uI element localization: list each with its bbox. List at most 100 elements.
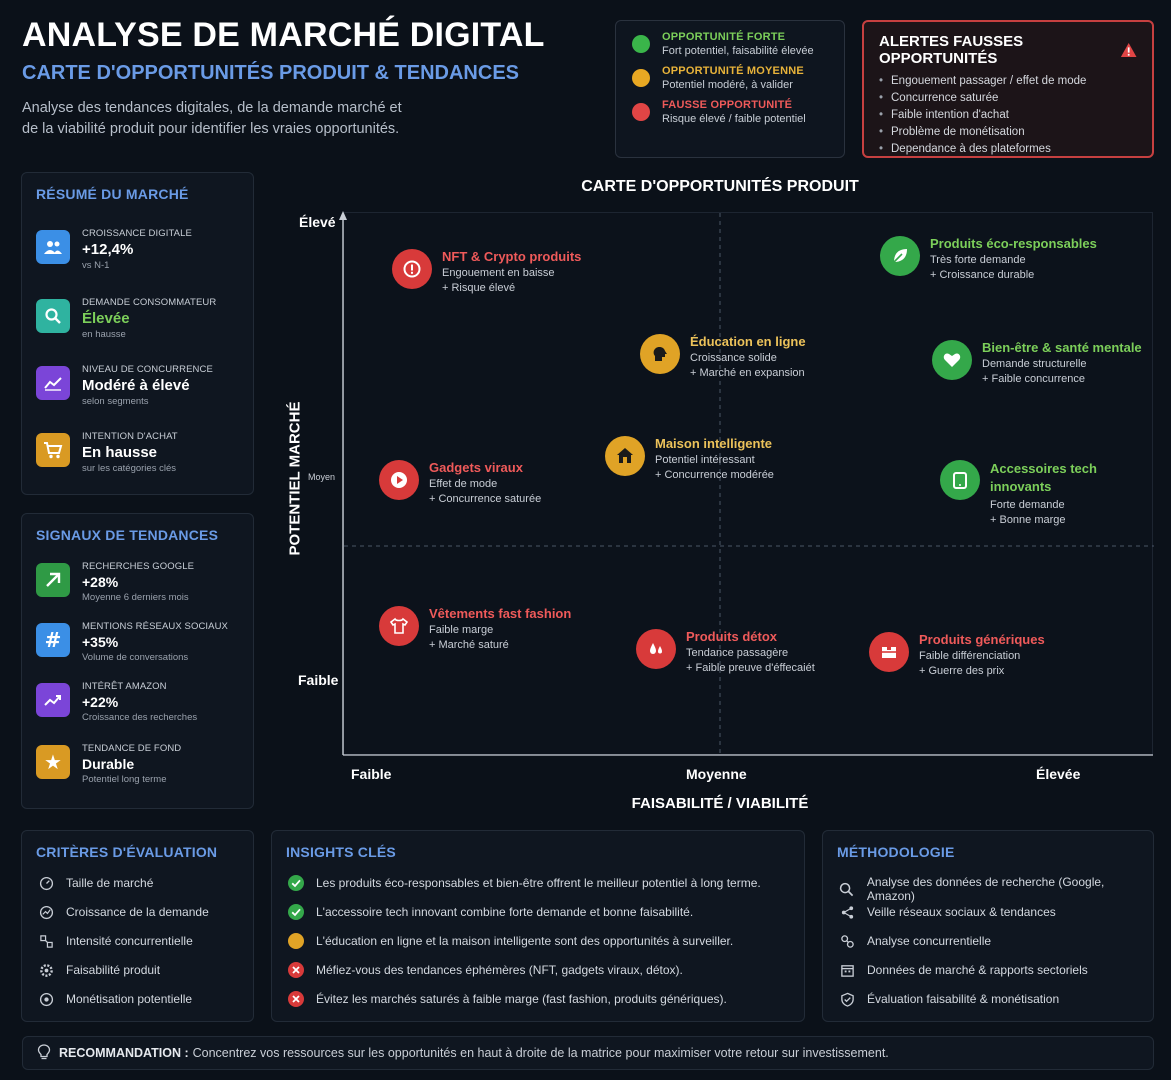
money-icon bbox=[38, 991, 54, 1007]
alert-item: Problème de monétisation bbox=[879, 126, 1137, 138]
legend: OPPORTUNITÉ FORTE Fort potentiel, faisab… bbox=[615, 20, 845, 158]
opportunity-name: Produits génériques bbox=[919, 632, 1045, 647]
search-icon bbox=[36, 299, 70, 333]
metric-label: NIVEAU DE CONCURRENCE bbox=[82, 364, 213, 375]
alerts-list: Engouement passager / effet de mode Conc… bbox=[879, 75, 1137, 155]
opportunity-online-education[interactable]: Éducation en ligne Croissance solide + M… bbox=[640, 334, 806, 379]
opportunity-desc-2: + Guerre des prix bbox=[919, 665, 1005, 677]
opportunity-smart-home[interactable]: Maison intelligente Potentiel intéressan… bbox=[605, 436, 774, 481]
alerts-header: ALERTES FAUSSES OPPORTUNITÉS bbox=[879, 33, 1137, 67]
criteria-item: Croissance de la demande bbox=[38, 904, 209, 920]
opportunity-fast-fashion[interactable]: Vêtements fast fashion Faible marge + Ma… bbox=[379, 606, 571, 651]
criteria-item: Taille de marché bbox=[38, 875, 153, 891]
opportunity-eco-products[interactable]: Produits éco-responsables Très forte dem… bbox=[880, 236, 1097, 281]
opportunity-desc-1: Potentiel intéressant bbox=[655, 454, 755, 466]
shield-check-icon bbox=[839, 991, 855, 1007]
legend-desc: Potentiel modéré, à valider bbox=[662, 79, 793, 91]
intro-line-2: de la viabilité produit pour identifier … bbox=[22, 121, 400, 137]
opportunity-generic-products[interactable]: Produits génériques Faible différenciati… bbox=[869, 632, 1045, 677]
insight-item: L'accessoire tech innovant combine forte… bbox=[288, 904, 693, 920]
criteria-label: Monétisation potentielle bbox=[66, 992, 193, 1006]
criteria-item: Faisabilité produit bbox=[38, 962, 160, 978]
y-tick-low: Faible bbox=[298, 672, 339, 688]
legend-dot-green bbox=[632, 35, 650, 53]
signal-amazon: INTÉRÊT AMAZON +22% Croissance des reche… bbox=[36, 681, 197, 723]
page-title: ANALYSE DE MARCHÉ DIGITAL bbox=[22, 16, 545, 54]
competition-icon bbox=[38, 933, 54, 949]
opportunity-name: Accessoires tech innovants bbox=[990, 461, 1097, 494]
page-subtitle: CARTE D'OPPORTUNITÉS PRODUIT & TENDANCES bbox=[22, 62, 520, 84]
signal-label: TENDANCE DE FOND bbox=[82, 743, 182, 754]
opportunity-name: Gadgets viraux bbox=[429, 460, 523, 475]
criteria-label: Faisabilité produit bbox=[66, 963, 161, 977]
legend-label: OPPORTUNITÉ FORTE bbox=[662, 31, 786, 43]
insights-panel: INSIGHTS CLÉS Les produits éco-responsab… bbox=[271, 830, 805, 1022]
legend-item-fausse: FAUSSE OPPORTUNITÉ Risque élevé / faible… bbox=[628, 99, 832, 125]
metric-label: INTENTION D'ACHAT bbox=[82, 431, 178, 442]
check-circle-icon bbox=[288, 904, 304, 920]
methodology-label: Données de marché & rapports sectoriels bbox=[867, 963, 1088, 977]
signal-note: Potentiel long terme bbox=[82, 774, 167, 785]
warning-icon bbox=[1120, 43, 1137, 57]
trend-signals-panel: SIGNAUX DE TENDANCES RECHERCHES GOOGLE +… bbox=[21, 513, 254, 809]
legend-dot-red bbox=[632, 103, 650, 121]
metric-note: selon segments bbox=[82, 396, 149, 407]
opportunity-desc-1: Tendance passagère bbox=[686, 647, 789, 659]
opportunity-wellbeing[interactable]: Bien-être & santé mentale Demande struct… bbox=[932, 340, 1142, 385]
alert-item: Dependance à des plateformes bbox=[879, 143, 1137, 155]
opportunity-desc-1: Faible différenciation bbox=[919, 650, 1021, 662]
shirt-icon bbox=[379, 606, 419, 646]
metric-competition: NIVEAU DE CONCURRENCE Modéré à élevé sel… bbox=[36, 364, 213, 407]
intro-line-1: Analyse des tendances digitales, de la d… bbox=[22, 100, 402, 116]
lightbulb-icon bbox=[37, 1043, 51, 1063]
alert-item: Engouement passager / effet de mode bbox=[879, 75, 1137, 87]
recommendation-text: Concentrez vos ressources sur les opport… bbox=[192, 1046, 889, 1060]
insight-text: L'éducation en ligne et la maison intell… bbox=[316, 934, 734, 948]
methodology-item: Analyse des données de recherche (Google… bbox=[839, 875, 1153, 903]
opportunity-tech-accessories[interactable]: Accessoires tech innovants Forte demande… bbox=[940, 460, 1100, 526]
opportunity-desc-1: Demande structurelle bbox=[982, 358, 1087, 370]
legend-item-forte: OPPORTUNITÉ FORTE Fort potentiel, faisab… bbox=[628, 31, 832, 57]
insight-item: Évitez les marchés saturés à faible marg… bbox=[288, 991, 727, 1007]
opportunity-nft-crypto[interactable]: NFT & Crypto produits Engouement en bais… bbox=[392, 249, 581, 294]
star-icon: ★ bbox=[36, 745, 70, 779]
metric-value: Modéré à élevé bbox=[82, 377, 190, 394]
drops-icon bbox=[636, 629, 676, 669]
criteria-panel: CRITÈRES D'ÉVALUATION Taille de marché C… bbox=[21, 830, 254, 1022]
opportunity-desc-2: + Faible preuve d'éffecaiét bbox=[686, 662, 815, 674]
opportunity-viral-gadgets[interactable]: Gadgets viraux Effet de mode + Concurren… bbox=[379, 460, 541, 505]
alert-circle-icon bbox=[392, 249, 432, 289]
opportunity-name: Produits éco-responsables bbox=[930, 236, 1097, 251]
opportunity-name: NFT & Crypto produits bbox=[442, 249, 582, 264]
watch-dot-icon bbox=[288, 933, 304, 949]
opportunity-desc-1: Engouement en baisse bbox=[442, 267, 555, 279]
opportunity-desc-1: Effet de mode bbox=[429, 478, 498, 490]
box-icon bbox=[869, 632, 909, 672]
metric-note: vs N-1 bbox=[82, 260, 110, 271]
opportunity-desc-1: Très forte demande bbox=[930, 254, 1026, 266]
y-axis-arrow bbox=[339, 211, 347, 220]
metric-digital-growth: CROISSANCE DIGITALE +12,4% vs N-1 bbox=[36, 228, 192, 271]
opportunity-desc-1: Forte demande bbox=[990, 499, 1065, 511]
cross-circle-icon bbox=[288, 991, 304, 1007]
methodology-label: Évaluation faisabilité & monétisation bbox=[867, 992, 1060, 1006]
legend-desc: Risque élevé / faible potentiel bbox=[662, 113, 806, 125]
cart-icon bbox=[36, 433, 70, 467]
insight-text: Les produits éco-responsables et bien-êt… bbox=[316, 876, 761, 890]
legend-label: FAUSSE OPPORTUNITÉ bbox=[662, 99, 793, 111]
tablet-icon bbox=[940, 460, 980, 500]
methodology-item: Veille réseaux sociaux & tendances bbox=[839, 904, 1056, 920]
opportunity-desc-2: + Risque élevé bbox=[442, 282, 516, 294]
opportunity-desc-2: + Croissance durable bbox=[930, 269, 1035, 281]
opportunity-name: Vêtements fast fashion bbox=[429, 606, 572, 621]
signal-value: Durable bbox=[82, 756, 135, 772]
recommendation-bar: RECOMMANDATION : Concentrez vos ressourc… bbox=[22, 1036, 1154, 1070]
opportunity-detox[interactable]: Produits détox Tendance passagère + Faib… bbox=[636, 629, 815, 674]
opportunity-name: Produits détox bbox=[686, 629, 778, 644]
matrix-axes bbox=[339, 211, 1153, 756]
criteria-label: Taille de marché bbox=[66, 876, 154, 890]
x-tick-mid: Moyenne bbox=[686, 766, 747, 782]
metric-label: DEMANDE CONSOMMATEUR bbox=[82, 297, 217, 308]
x-axis-label: FAISABILITÉ / VIABILITÉ bbox=[631, 795, 809, 812]
gauge-icon bbox=[38, 875, 54, 891]
